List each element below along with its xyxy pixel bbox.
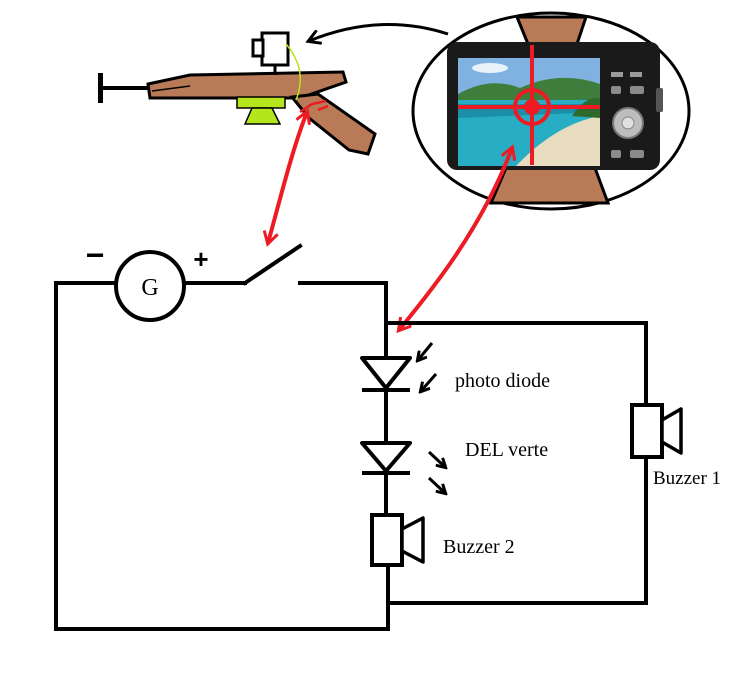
camera-tripod — [488, 166, 611, 205]
buzzer-1-symbol: Buzzer 1 — [630, 403, 721, 489]
buzzer-1-cone — [660, 407, 683, 455]
photodiode-symbol: photo diode — [360, 342, 550, 392]
led-triangle — [360, 441, 412, 473]
buzzer-1-body — [630, 403, 664, 459]
rifle-lime-foot — [243, 107, 282, 125]
rifle-mounted-camera — [251, 31, 290, 75]
screen-sand — [516, 116, 600, 166]
control-button-2 — [630, 86, 644, 94]
rifle-body-inner-line — [151, 85, 191, 92]
switch-symbol — [242, 243, 303, 286]
photodiode-light-arrow-2 — [421, 373, 438, 391]
buzzer-2-cone — [400, 516, 425, 564]
buzzer-2-symbol: Buzzer 2 — [370, 513, 515, 567]
crosshair-ring — [513, 88, 551, 126]
rifle-body — [146, 70, 348, 100]
mounted-camera-lens — [251, 38, 265, 58]
generator-symbol: G − + — [86, 237, 209, 322]
dpad-center-icon — [621, 116, 635, 130]
trigger-switch-link-arrow — [268, 112, 307, 243]
control-label-1 — [611, 72, 623, 77]
generator-plus-label: + — [193, 244, 208, 274]
led-label: DEL verte — [465, 439, 548, 461]
photodiode-light-arrow-1 — [418, 342, 434, 360]
photodiode-triangle — [360, 356, 412, 390]
generator-circle — [114, 250, 186, 322]
photodiode-label: photo diode — [455, 370, 550, 392]
rifle-lime-bar — [236, 96, 286, 109]
generator-label: G — [141, 275, 158, 301]
camera-strap-lug — [656, 88, 663, 112]
screen-photodiode-link-arrow — [399, 148, 512, 330]
buzzer-1-label: Buzzer 1 — [653, 468, 721, 489]
led-light-arrow-2 — [427, 476, 445, 493]
generator-minus-label: − — [86, 237, 105, 273]
camera-icon — [447, 42, 663, 170]
control-label-2 — [630, 72, 642, 77]
led-light-arrow-1 — [427, 450, 445, 467]
buzzer-2-label: Buzzer 2 — [443, 536, 515, 558]
circuit: G − + photo diode DEL verte Buzzer 2 — [54, 237, 721, 631]
led-symbol: DEL verte — [360, 439, 548, 493]
control-button-3 — [611, 150, 621, 158]
screen-cloud — [472, 63, 508, 73]
camera-controls — [611, 72, 644, 158]
crosshair-icon — [458, 45, 600, 165]
camera-to-rifle-arrow — [309, 23, 449, 41]
rifle-icon — [98, 31, 377, 156]
mounted-camera-box — [260, 31, 290, 67]
rifle-lime-wire — [285, 43, 301, 101]
buzzer-2-body — [370, 513, 404, 567]
control-button-4 — [630, 150, 644, 158]
camera-view — [411, 11, 691, 211]
crosshair-dot — [524, 99, 540, 115]
camera-top-bracket — [514, 15, 589, 46]
control-button-1 — [611, 86, 621, 94]
rifle-muzzle-bar — [98, 73, 103, 103]
